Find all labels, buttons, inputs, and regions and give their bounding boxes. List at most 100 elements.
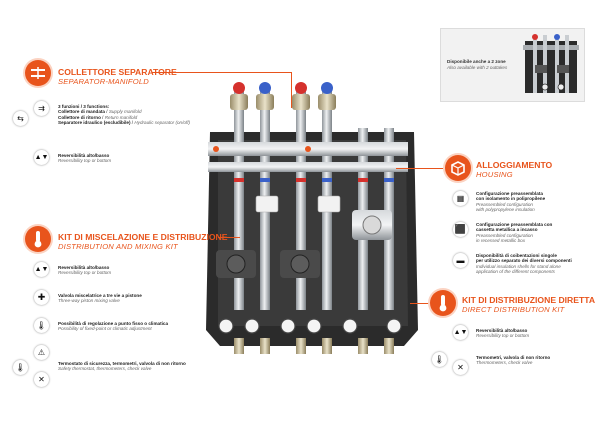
reversibility-icon: ▲▼ bbox=[34, 154, 49, 161]
individual-shells-icon: ▬ bbox=[456, 255, 465, 265]
manifold-product-illustration bbox=[206, 82, 418, 354]
return-manifold-it: Collettore di ritorno bbox=[58, 114, 101, 120]
housing-c1-en2: with polypropylene insulation bbox=[476, 207, 535, 213]
thermometer-icon bbox=[34, 231, 42, 248]
hydraulic-separator-it: Separatore idraulico (escludibile) bbox=[58, 120, 131, 126]
metal-box-config-text: Configurazione preassemblata con cassett… bbox=[476, 222, 552, 244]
housing-subtitle: HOUSING bbox=[476, 170, 513, 179]
bidirectional-arrows-icon: ⇆ bbox=[17, 113, 24, 123]
mixing-reversibility-text: Reversibilità alto/basso Reversibility t… bbox=[58, 265, 111, 276]
housing-leader-line bbox=[396, 168, 444, 169]
separator-reversibility-text: Reversibilità alto/basso Reversibility t… bbox=[58, 153, 111, 164]
metal-box-icon: ⬛ bbox=[454, 224, 467, 234]
housing-c3-en1: Individual insulation shells for stand a… bbox=[476, 263, 561, 269]
mixing-thermometer-circle: 🌡 bbox=[13, 360, 28, 375]
direct-reversibility-circle: ▲▼ bbox=[453, 325, 468, 340]
housing-c3-en2: application of the different components bbox=[476, 269, 555, 275]
mixing-badge bbox=[25, 226, 51, 252]
housing-c2-it1: Configurazione preassemblata con bbox=[476, 222, 553, 227]
two-zone-kit-thumbnail bbox=[523, 34, 579, 93]
check-valve-icon: ✕ bbox=[38, 374, 45, 384]
separator-functions-text: 3 funzioni / 3 functions: Collettore di … bbox=[58, 104, 191, 126]
mixing-valve-circle: ✚ bbox=[34, 290, 49, 305]
thermometer-small-icon: 🌡 bbox=[434, 354, 445, 364]
mixing-valve-text: Valvola miscelatrice a tre vie a pistone… bbox=[58, 293, 142, 304]
inset-caption-en: Also available with 2 outtakes bbox=[447, 65, 508, 70]
direct-leader-line bbox=[410, 303, 430, 304]
individual-shells-text: Disponibilità di coibentazioni singole p… bbox=[476, 253, 572, 275]
inset-caption-it: Disponibile anche a 2 zone bbox=[447, 59, 506, 64]
mixing-adjustment-circle: 🌡 bbox=[34, 318, 49, 333]
insulation-shell-icon: ▦ bbox=[456, 193, 465, 203]
insulation-config-text: Configurazione preassemblata con isolame… bbox=[476, 191, 545, 213]
insulation-config-circle: ▦ bbox=[453, 191, 468, 206]
direct-rev-it: Reversibilità alto/basso bbox=[476, 328, 528, 333]
housing-badge bbox=[445, 155, 471, 181]
mixing-adj-it: Possibilità di regolazione a punto fisso… bbox=[58, 321, 169, 326]
metal-box-config-circle: ⬛ bbox=[453, 222, 468, 237]
housing-c2-it2: cassetta metallica a incasso bbox=[476, 227, 538, 233]
supply-manifold-en: Supply manifold bbox=[108, 109, 142, 115]
separator-badge bbox=[25, 60, 51, 86]
reversibility-icon: ▲▼ bbox=[453, 329, 468, 336]
mixing-thermo-en: Safety thermostat, thermometers, check v… bbox=[58, 366, 152, 372]
mixing-valve-en: Three-way piston mixing valve bbox=[58, 298, 120, 304]
separator-rev-it: Reversibilità alto/basso bbox=[58, 153, 110, 158]
mixing-thermo-it: Termostato di sicurezza, termometri, val… bbox=[58, 361, 186, 366]
three-functions-circle: ⇉ bbox=[34, 101, 49, 116]
separator-title: COLLETTORE SEPARATORE bbox=[58, 67, 177, 77]
flow-direction-circle: ⇆ bbox=[13, 111, 28, 126]
thermometer-small-icon: 🌡 bbox=[15, 362, 26, 372]
three-way-valve-icon: ✚ bbox=[37, 292, 46, 302]
housing-c3-it1: Disponibilità di coibentazioni singole bbox=[476, 253, 557, 258]
direct-title: KIT DI DISTRIBUZIONE DIRETTA bbox=[462, 295, 596, 305]
reversibility-icon: ▲▼ bbox=[34, 266, 49, 273]
return-manifold-en: Return manifold bbox=[104, 114, 138, 120]
direct-thermo-en: Thermometers, check valve bbox=[476, 360, 533, 366]
direct-badge bbox=[430, 290, 456, 316]
separator-reversibility-circle: ▲▼ bbox=[34, 150, 49, 165]
mixing-adj-en: Possibility of fixed-point or climatic a… bbox=[58, 326, 152, 332]
direct-subtitle: DIRECT DISTRIBUTION KIT bbox=[462, 305, 565, 314]
separator-subtitle: SEPARATOR-MANIFOLD bbox=[58, 77, 149, 86]
mixing-reversibility-circle: ▲▼ bbox=[34, 262, 49, 277]
separator-manifold-icon bbox=[31, 67, 45, 79]
housing-c3-it2: per utilizzo separato dei diversi compon… bbox=[476, 258, 572, 264]
mixing-title: KIT DI MISCELAZIONE E DISTRIBUZIONE bbox=[58, 232, 228, 242]
mixing-subtitle: DISTRIBUTION AND MIXING KIT bbox=[58, 242, 178, 251]
mixing-rev-it: Reversibilità alto/basso bbox=[58, 265, 110, 270]
housing-c1-it2: con isolamento in polipropilene bbox=[476, 196, 546, 202]
housing-c1-it1: Configurazione preassemblata bbox=[476, 191, 543, 196]
supply-manifold-it: Collettore di mandata bbox=[58, 109, 105, 115]
check-valve-icon: ✕ bbox=[457, 362, 464, 372]
housing-c1-en1: Preassembled configuration bbox=[476, 201, 533, 207]
safety-warning-circle: ⚠ bbox=[34, 345, 49, 360]
individual-shells-circle: ▬ bbox=[453, 253, 468, 268]
two-zone-inset: Disponibile anche a 2 zone Also availabl… bbox=[440, 28, 585, 102]
housing-box-icon bbox=[451, 161, 465, 176]
direct-rev-en: Reversibility top or bottom bbox=[476, 333, 530, 339]
direct-reversibility-text: Reversibilità alto/basso Reversibility t… bbox=[476, 328, 529, 339]
direct-check-valve-circle: ✕ bbox=[453, 360, 468, 375]
mixing-rev-en: Reversibility top or bottom bbox=[58, 270, 112, 276]
separator-rev-en: Reversibility top or bottom bbox=[58, 158, 112, 164]
warning-triangle-icon: ⚠ bbox=[37, 347, 46, 357]
housing-title: ALLOGGIAMENTO bbox=[476, 160, 553, 170]
functions-title: 3 funzioni / 3 functions: bbox=[58, 104, 110, 109]
mixing-thermostat-text: Termostato di sicurezza, termometri, val… bbox=[58, 361, 186, 372]
climatic-adjustment-icon: 🌡 bbox=[36, 320, 47, 330]
direct-thermo-it: Termometri, valvola di non ritorno bbox=[476, 355, 551, 360]
hydraulic-separator-en: Hydraulic separator (on/off) bbox=[134, 120, 191, 126]
separator-leader-drop bbox=[291, 72, 292, 108]
direct-thermometer-circle: 🌡 bbox=[432, 352, 447, 367]
mixing-leader-line bbox=[218, 237, 240, 238]
housing-c2-en1: Preassembled configuration bbox=[476, 232, 533, 238]
thermometer-icon bbox=[439, 295, 447, 312]
direct-thermo-text: Termometri, valvola di non ritorno Therm… bbox=[476, 355, 550, 366]
mixing-adjustment-text: Possibilità di regolazione a punto fisso… bbox=[58, 321, 168, 332]
housing-c2-en2: in recessed metallic box bbox=[476, 238, 526, 244]
flow-arrows-icon: ⇉ bbox=[38, 103, 45, 113]
mixing-valve-it: Valvola miscelatrice a tre vie a pistone bbox=[58, 293, 142, 298]
separator-leader-line bbox=[152, 72, 292, 73]
check-valve-circle: ✕ bbox=[34, 372, 49, 387]
